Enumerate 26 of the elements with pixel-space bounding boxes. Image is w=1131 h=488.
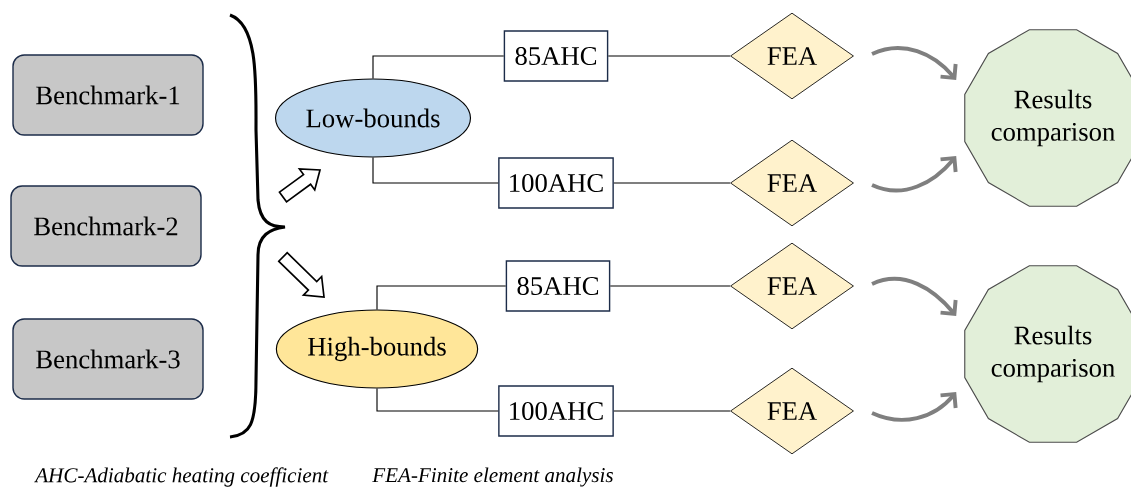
curved-arrow (871, 276, 958, 316)
connector-line (372, 157, 499, 184)
curved-arrow (871, 46, 958, 80)
connector-line (609, 285, 731, 287)
curved-arrow (871, 156, 958, 193)
footnote: FEA-Finite element analysis (372, 467, 613, 487)
polygon-node: Results comparison (964, 29, 1131, 207)
process-box: 100AHC (498, 385, 614, 437)
connector-line (613, 182, 731, 184)
ellipse-node: Low-bounds (275, 78, 472, 158)
benchmark-box: Benchmark-2 (10, 185, 202, 267)
connector-line (376, 388, 499, 412)
connector-line (607, 55, 731, 57)
polygon-node: Results comparison (964, 265, 1131, 443)
process-box: 100AHC (498, 157, 614, 209)
curved-arrow (871, 392, 958, 422)
connector-line (376, 285, 507, 310)
benchmark-box: Benchmark-3 (12, 318, 204, 400)
process-box: 85AHC (503, 30, 609, 82)
connector-line (372, 55, 505, 79)
benchmark-box: Benchmark-1 (12, 54, 204, 136)
footnote: AHC-Adiabatic heating coefficient (34, 467, 329, 487)
connector-line (613, 410, 731, 412)
block-arrow (277, 251, 325, 298)
ellipse-node: High-bounds (275, 309, 479, 389)
process-box: 85AHC (505, 260, 611, 312)
